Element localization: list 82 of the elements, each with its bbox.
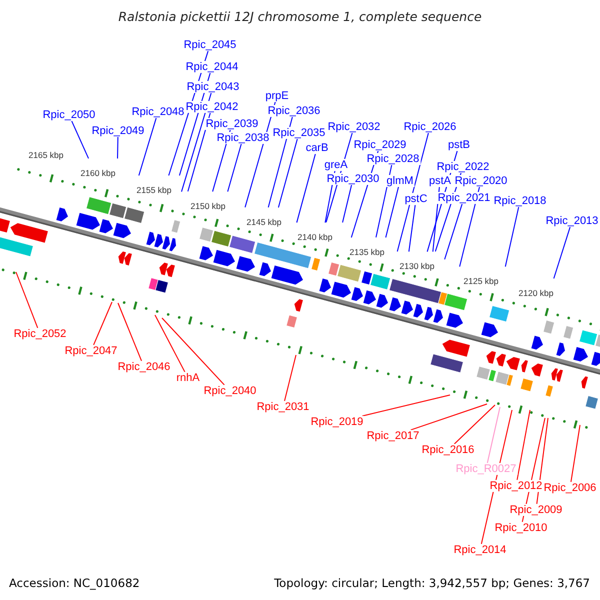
gene-label: Rpic_2048 xyxy=(130,106,186,118)
footer-text: Accession: NC_010682 xyxy=(9,576,140,590)
gene-label: Rpic_2012 xyxy=(488,480,544,492)
leader-line xyxy=(385,186,399,238)
gene-label: Rpic_2039 xyxy=(204,118,260,130)
scale-label: 2155 kbp xyxy=(136,186,172,194)
scale-label: 2165 kbp xyxy=(28,150,64,160)
gene-label: Rpic_2026 xyxy=(402,120,458,134)
leader-line xyxy=(181,92,212,192)
leader-line xyxy=(16,272,38,328)
gene-label: Rpic_2046 xyxy=(116,360,172,374)
gene-label: Rpic_2006 xyxy=(542,482,598,494)
leader-line xyxy=(162,318,225,386)
gene-label: Rpic_2036 xyxy=(266,104,322,118)
leader-line xyxy=(296,154,316,224)
leader-line xyxy=(117,136,118,160)
gene-label: Rpic_R0027 xyxy=(454,462,518,476)
leader-line xyxy=(454,404,496,444)
leader-line xyxy=(71,120,90,159)
gene-label: Rpic_2040 xyxy=(202,384,258,398)
gene-label: Rpic_2019 xyxy=(310,416,364,428)
leader-line xyxy=(362,394,450,416)
gene-label: pstB xyxy=(447,138,471,152)
gene-label: Rpic_2020 xyxy=(454,174,508,188)
gene-label: Rpic_2030 xyxy=(326,172,380,186)
scale-label: 2120 kbp xyxy=(518,288,554,298)
leader-line xyxy=(396,132,429,252)
leader-line xyxy=(536,418,548,504)
scale-label: 2135 kbp xyxy=(350,248,384,256)
leader-line xyxy=(284,354,296,402)
gene-label: greA xyxy=(323,158,349,172)
title: Ralstonia pickettii 12J chromosome 1, complete sequence xyxy=(117,9,483,24)
gene-label: Rpic_2050 xyxy=(42,108,96,122)
gene-label: Rpic_2045 xyxy=(182,38,238,52)
scale-label: 2125 kbp xyxy=(464,276,498,286)
gene-label: pstA xyxy=(428,174,452,188)
gene-label: glmM xyxy=(386,174,414,188)
gene-label: Rpic_2010 xyxy=(494,522,548,534)
gene-label: pstC xyxy=(404,192,428,206)
leader-line xyxy=(278,138,298,208)
gene-label: Rpic_2029 xyxy=(352,138,408,152)
gene-label: Rpic_2032 xyxy=(326,120,382,134)
leader-line xyxy=(408,204,416,252)
gene-label: prpE xyxy=(264,90,290,102)
gene-label: Rpic_2016 xyxy=(420,444,476,456)
gene-label: Rpic_2042 xyxy=(184,100,240,114)
scale-label: 2145 kbp xyxy=(246,218,282,226)
gene-label: Rpic_2052 xyxy=(12,328,68,340)
gene-label: Rpic_2047 xyxy=(64,344,118,358)
gene-label: Rpic_2043 xyxy=(186,80,240,94)
leader-line xyxy=(516,410,530,480)
scale-label: 2130 kbp xyxy=(400,262,434,270)
footer-text: Topology: circular; Length: 3,942,557 bp; Genes: 3,767 xyxy=(274,576,590,590)
gene-label: carB xyxy=(304,142,330,154)
gene-label: Rpic_2035 xyxy=(272,126,326,140)
leader-line xyxy=(553,226,571,280)
leader-line xyxy=(444,204,463,260)
leader-line xyxy=(138,118,157,176)
gene-label: Rpic_2014 xyxy=(452,544,508,556)
gene-label: Rpic_2031 xyxy=(256,400,310,414)
leader-line xyxy=(227,144,242,192)
scale-label: 2160 kbp xyxy=(80,168,116,178)
gene-label: Rpic_2018 xyxy=(492,194,548,208)
gene-label: Rpic_2013 xyxy=(544,214,600,228)
gene-label: Rpic_2017 xyxy=(366,430,420,442)
gene-label: Rpic_2028 xyxy=(366,152,420,166)
scale-label: 2150 kbp xyxy=(190,202,226,210)
leader-line xyxy=(486,406,500,464)
leader-line xyxy=(504,206,520,268)
gene-label: Rpic_2044 xyxy=(184,60,240,74)
leader-line xyxy=(154,314,186,372)
gene-label: Rpic_2038 xyxy=(216,132,270,144)
leader-line xyxy=(118,302,142,362)
gene-label: Rpic_2049 xyxy=(90,124,146,138)
scale-label: 2140 kbp xyxy=(298,232,332,242)
gene-label: Rpic_2021 xyxy=(436,192,492,204)
leader-line xyxy=(93,302,112,346)
gene-label: Rpic_2022 xyxy=(436,160,490,174)
leader-line xyxy=(410,404,488,430)
leader-line xyxy=(570,424,580,482)
leader-line xyxy=(342,184,352,223)
gene-label: Rpic_2009 xyxy=(508,504,564,516)
